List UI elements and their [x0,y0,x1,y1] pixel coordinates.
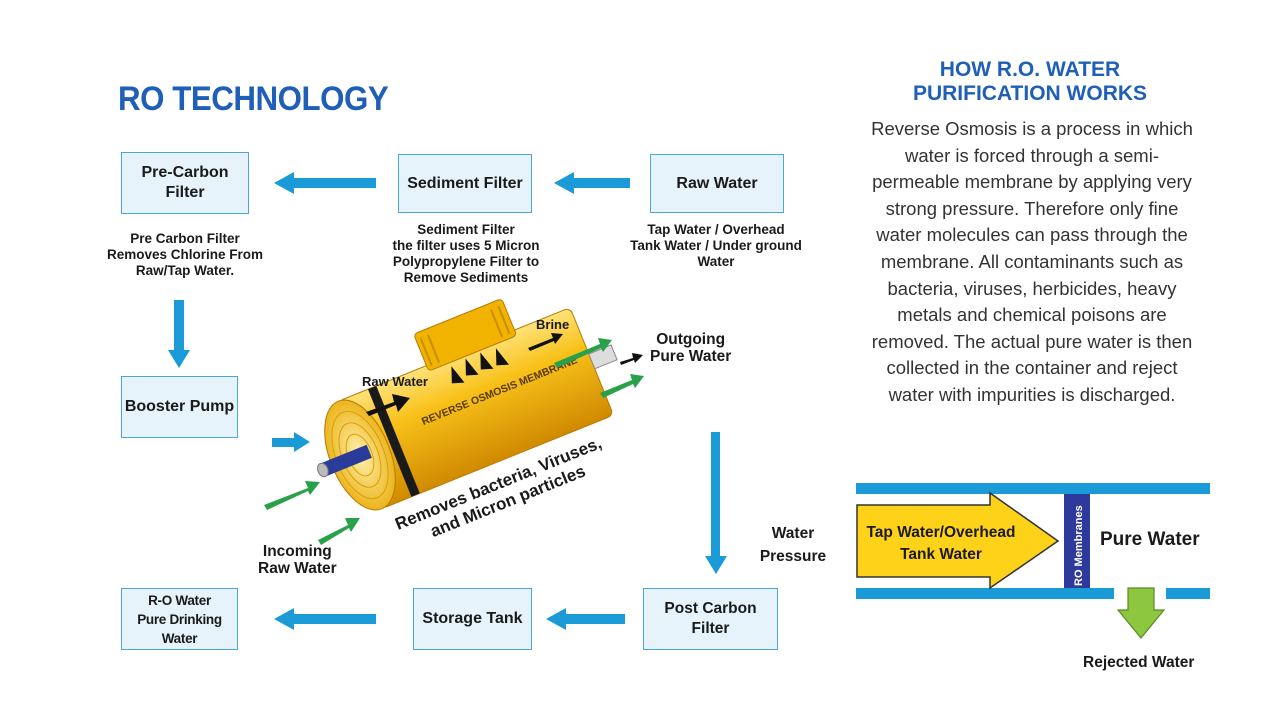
outgoing-pure-water-label: Outgoing Pure Water [650,331,732,365]
water-pressure-label: Water Pressure [759,525,827,565]
arrow-left-icon [274,608,376,630]
pre-carbon-filter-box: Pre-Carbon Filter [121,152,249,214]
page-title: RO TECHNOLOGY [118,80,389,118]
incoming-arrow-icon [264,481,320,510]
pre-carbon-caption: Pre Carbon Filter Removes Chlorine From … [106,231,264,278]
arrow-left-icon [546,608,625,630]
ro-membranes-label: RO Membranes [1073,505,1085,586]
raw-water-caption: Tap Water / Overhead Tank Water / Under … [630,222,802,269]
storage-tank-box: Storage Tank [413,588,532,650]
side-title: HOW R.O. WATER PURIFICATION WORKS [912,58,1148,105]
arrow-left-icon [274,172,376,194]
schematic-input-label: Tap Water/Overhead Tank Water [866,524,1016,563]
arrow-right-icon [272,432,310,452]
sediment-caption: Sediment Filter the filter uses 5 Micron… [392,222,540,285]
input-arrow-icon [856,491,1060,590]
outgoing-arrow-icon [620,353,643,365]
schematic-pure-water-label: Pure Water [1100,529,1200,550]
reject-arrow-icon [1116,587,1166,639]
post-carbon-filter-box: Post Carbon Filter [643,588,778,650]
booster-pump-box: Booster Pump [121,376,238,438]
brine-arrow-icon [528,333,563,351]
membrane-raw-water-label: Raw Water [362,374,428,389]
schematic-rejected-label: Rejected Water [1083,654,1195,671]
incoming-arrow-icon [318,518,360,545]
arrow-down-icon [705,432,727,574]
brine-label: Brine [536,317,570,332]
incoming-raw-water-label: Incoming Raw Water [258,543,337,577]
ro-membranes-bar [1064,494,1090,588]
sediment-filter-box: Sediment Filter [398,154,532,213]
raw-water-box: Raw Water [650,154,784,213]
arrow-left-icon [554,172,630,194]
outgoing-green-arrow-icon [600,374,644,398]
outgoing-green-arrow-icon [554,338,612,368]
side-description: Reverse Osmosis is a process in which wa… [871,118,1193,405]
ro-water-box: R-O Water Pure Drinking Water [121,588,238,650]
raw-water-arrow-icon [366,394,410,416]
arrow-down-icon [168,300,190,368]
